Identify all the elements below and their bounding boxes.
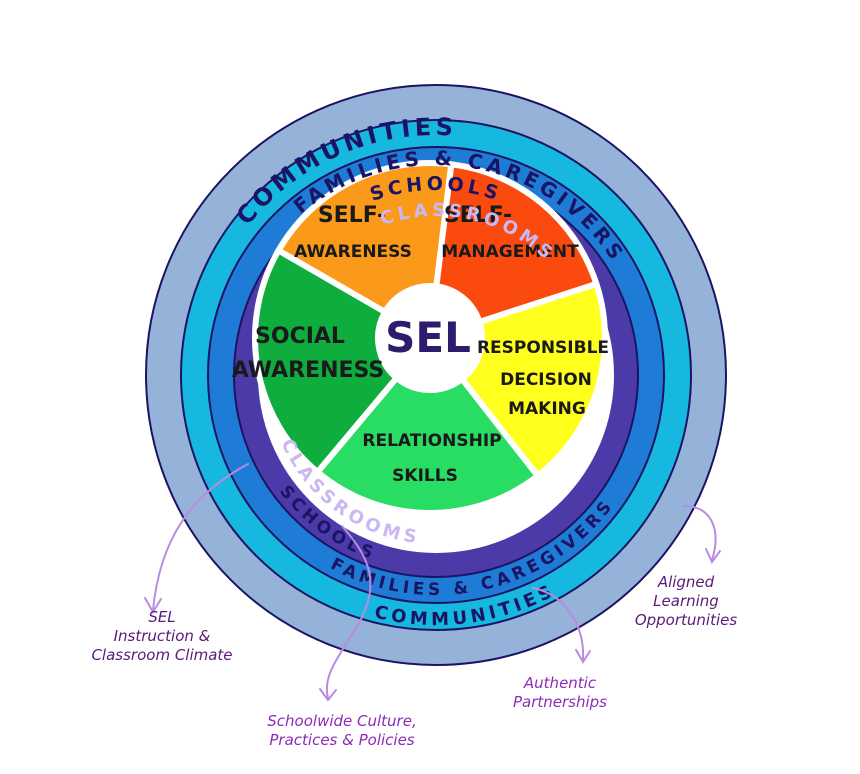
- relationship-skills-label-2: SKILLS: [392, 466, 458, 486]
- schoolwide-note-line2: Practices & Policies: [269, 731, 415, 749]
- instruction-arrow: [152, 463, 249, 611]
- partnerships-arrow: [531, 587, 585, 661]
- schoolwide-arrowhead: [319, 688, 337, 702]
- social-awareness-label-2: AWARENESS: [232, 358, 384, 383]
- responsible-decision-label-3: MAKING: [508, 399, 586, 419]
- competency-wheel: [252, 160, 608, 516]
- partnerships-note-line1: Authentic: [523, 674, 597, 692]
- instruction-note: SEL Instruction & Classroom Climate: [52, 608, 272, 665]
- schoolwide-arrow: [325, 525, 372, 699]
- self-awareness-label-2: AWARENESS: [294, 242, 412, 262]
- center-circle: [376, 284, 484, 392]
- instruction-arrowhead: [144, 597, 162, 614]
- self-awareness-label-1: SELF-: [318, 203, 386, 228]
- partnerships-note: Authentic Partnerships: [490, 674, 630, 712]
- aligned-note-line3: Opportunities: [634, 611, 738, 629]
- aligned-note-line2: Learning: [653, 592, 719, 610]
- aligned-arrowhead: [705, 548, 721, 564]
- center-label: SEL: [385, 313, 471, 362]
- self-management-label-1: SELF-: [444, 203, 512, 228]
- aligned-note-line1: Aligned: [657, 573, 715, 591]
- schoolwide-note-line1: Schoolwide Culture,: [267, 712, 417, 730]
- responsible-decision-label-1: RESPONSIBLE: [477, 338, 609, 358]
- instruction-note-line1: SEL: [148, 608, 176, 626]
- schoolwide-note: Schoolwide Culture, Practices & Policies: [222, 712, 462, 750]
- self-management-label-2: MANAGEMENT: [441, 242, 579, 262]
- instruction-note-line3: Classroom Climate: [91, 646, 233, 664]
- partnerships-arrowhead: [575, 649, 591, 664]
- relationship-skills-label-1: RELATIONSHIP: [362, 431, 501, 451]
- social-awareness-label-1: SOCIAL: [255, 324, 345, 349]
- responsible-decision-label-2: DECISION: [500, 370, 592, 390]
- aligned-arrow: [682, 504, 717, 561]
- instruction-note-line2: Instruction &: [113, 627, 211, 645]
- aligned-note: Aligned Learning Opportunities: [616, 573, 756, 630]
- partnerships-note-line2: Partnerships: [512, 693, 607, 711]
